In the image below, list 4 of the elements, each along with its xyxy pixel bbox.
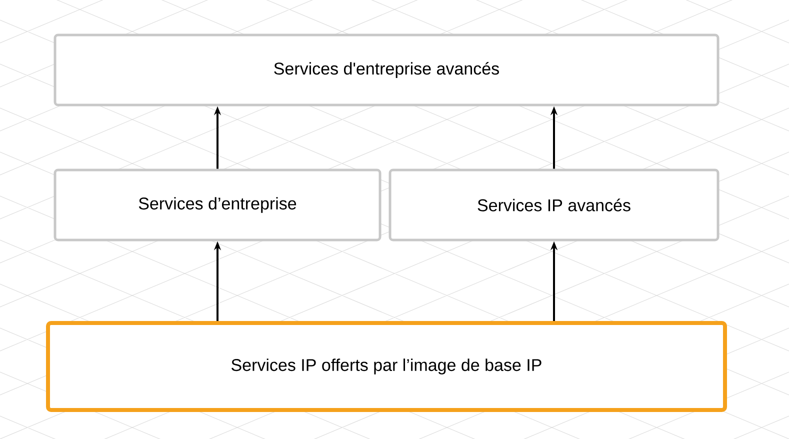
service-box: Services d’entreprise — [54, 168, 382, 242]
service-box: Services d'entreprise avancés — [54, 34, 720, 106]
highlighted-box: Services IP offerts par l’image de base IP — [46, 321, 727, 412]
service-box: Services IP avancés — [388, 168, 720, 242]
